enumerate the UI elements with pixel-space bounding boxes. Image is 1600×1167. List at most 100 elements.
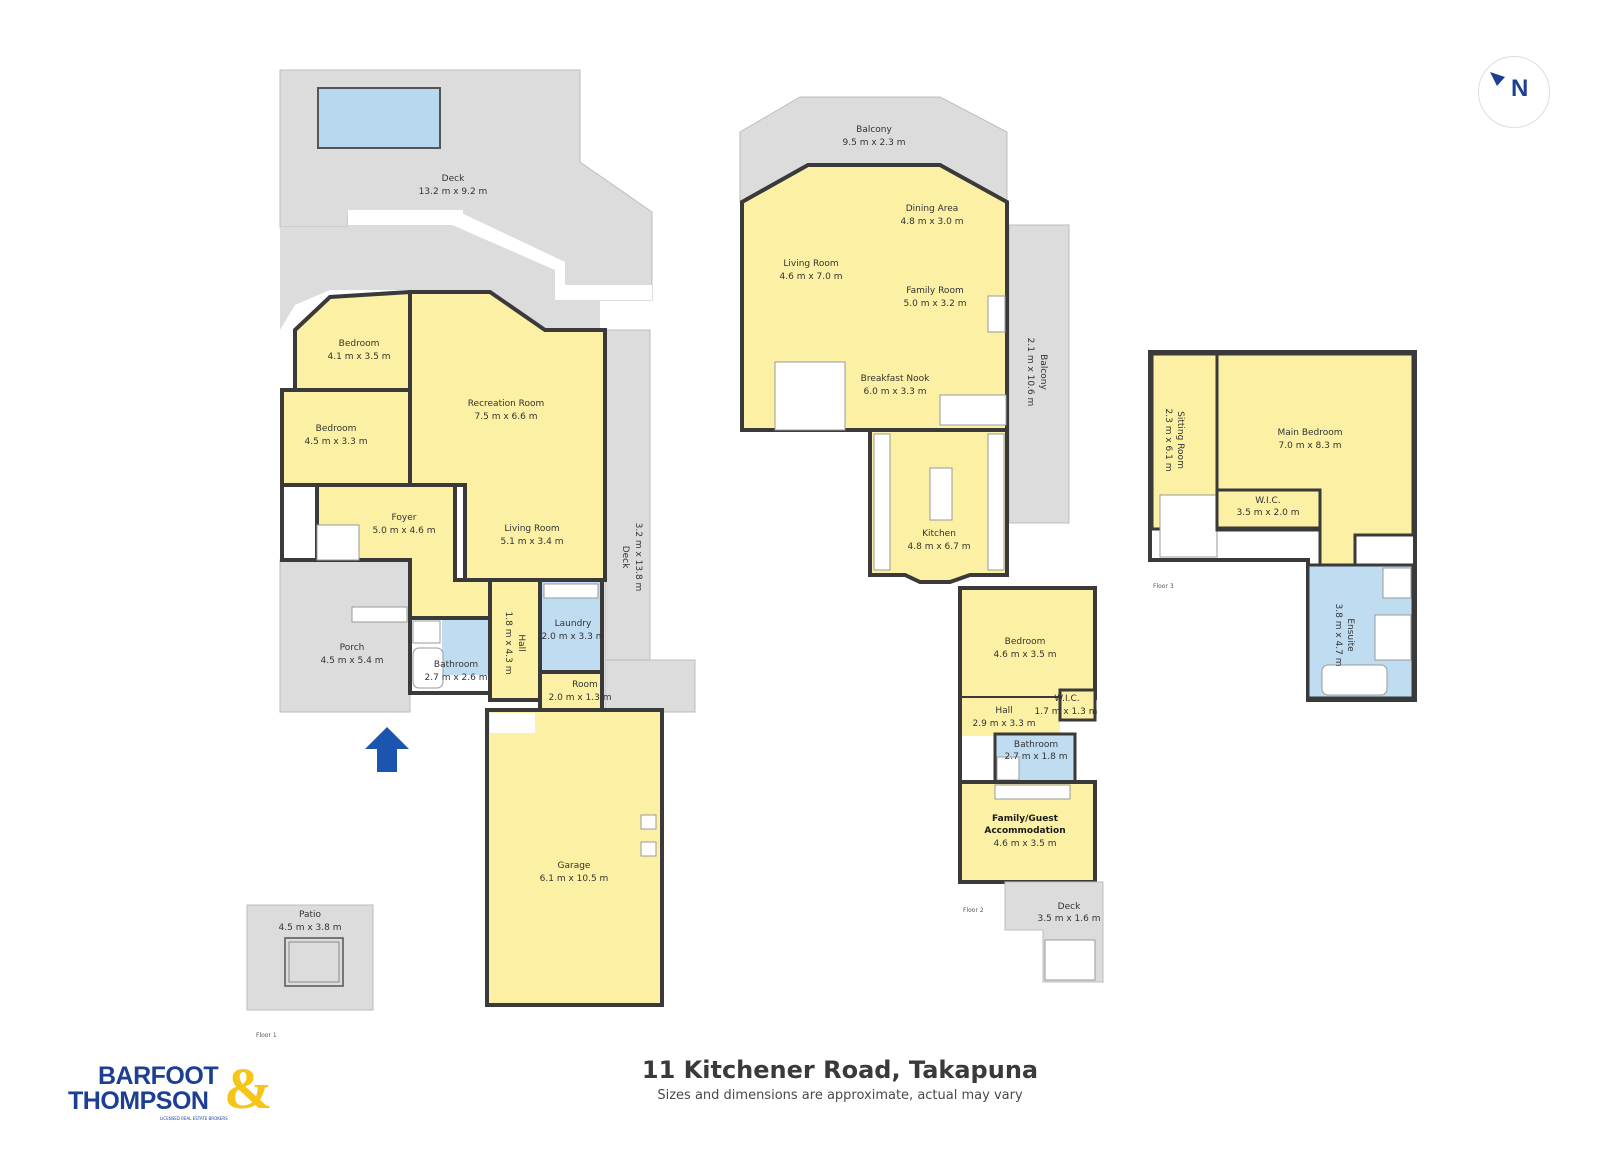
ensuite-shower (1374, 614, 1412, 661)
patio-name: Patio (299, 910, 322, 920)
deck-f2-name: Deck (1058, 902, 1081, 912)
garage-unit-1 (640, 814, 657, 830)
recreation-room-dims: 7.5 m x 6.6 m (475, 412, 538, 422)
garage-strip (490, 713, 535, 733)
bathroom-f1-name: Bathroom (434, 660, 478, 670)
floor-1-label: Floor 1 (256, 1032, 277, 1039)
bedroom-1-name: Bedroom (339, 339, 380, 349)
ensuite-closet (1382, 567, 1412, 599)
garage-unit-2 (640, 841, 657, 857)
dining-name: Dining Area (906, 204, 959, 214)
garage (485, 708, 664, 1007)
deck-walkway (348, 210, 463, 225)
deck-walkway-ramp (450, 210, 565, 300)
main-bedroom-name: Main Bedroom (1277, 428, 1342, 438)
kitchen-island (929, 467, 953, 521)
pool (317, 87, 441, 149)
brand-line-2: THOMPSON (68, 1087, 209, 1115)
kitchen-bench (987, 433, 1005, 571)
bedroom-2-dims: 4.5 m x 3.3 m (305, 437, 368, 447)
main-bedroom-dims: 7.0 m x 8.3 m (1279, 441, 1342, 451)
pantry-block (939, 394, 1007, 426)
bathroom-f1-wet (442, 620, 488, 675)
deck-side-area (604, 329, 651, 661)
patio-inner (284, 937, 344, 987)
deck-f2-dims: 3.5 m x 1.6 m (1038, 914, 1101, 924)
wic-f3-name: W.I.C. (1255, 496, 1280, 506)
deck-main-dims: 13.2 m x 9.2 m (419, 187, 488, 197)
garage-dims: 6.1 m x 10.5 m (540, 874, 609, 884)
deck-main-area-lower (280, 215, 600, 330)
kitchen-name: Kitchen (922, 529, 956, 539)
brand-tagline: LICENSED REAL ESTATE BROKERS (160, 1116, 228, 1121)
family-guest-name-1: Family/Guest (992, 814, 1059, 824)
hall-f2-dims: 2.9 m x 3.3 m (973, 719, 1036, 729)
porch-area (279, 559, 411, 713)
balcony-side-dims: 2.1 m x 10.6 m (1025, 338, 1035, 407)
foyer-name: Foyer (392, 513, 417, 523)
wic-f3 (1215, 488, 1322, 530)
floor-2-label: Floor 2 (963, 907, 984, 914)
garage-name: Garage (558, 861, 591, 871)
family-guest-dims: 4.6 m x 3.5 m (994, 839, 1057, 849)
hall-f1-name: Hall (516, 634, 526, 651)
bedroom-f2-dims: 4.6 m x 3.5 m (994, 650, 1057, 660)
bathroom-f2-name: Bathroom (1014, 740, 1058, 750)
kitchen-dims: 4.8 m x 6.7 m (908, 542, 971, 552)
hall-f2 (960, 698, 1060, 736)
patio-inner-2 (288, 941, 340, 983)
small-room-name: Room (572, 680, 598, 690)
foyer-stairs (316, 524, 360, 561)
entry-arrow-icon (365, 727, 409, 772)
bedroom-2-name: Bedroom (316, 424, 357, 434)
laundry-name: Laundry (555, 619, 592, 629)
balcony-top-dims: 9.5 m x 2.3 m (843, 138, 906, 148)
bathroom-f2-dims: 2.7 m x 1.8 m (1005, 752, 1068, 762)
compass-letter: N (1511, 75, 1529, 102)
porch-dims: 4.5 m x 5.4 m (321, 656, 384, 666)
living-f2-name: Living Room (783, 259, 838, 269)
ensuite-dims: 3.8 m x 4.7 m (1333, 604, 1343, 667)
sitting-room-name: Sitting Room (1175, 411, 1185, 469)
ensuite-bath (1321, 664, 1388, 696)
bedroom-1-dims: 4.1 m x 3.5 m (328, 352, 391, 362)
family-guest-name-2: Accommodation (984, 826, 1065, 836)
brand-logo: BARFOOT THOMPSON & LICENSED REAL ESTATE … (68, 1056, 278, 1132)
hall-f1 (488, 578, 542, 702)
recreation-room-name: Recreation Room (468, 399, 545, 409)
floor-3: Sitting Room 2.3 m x 6.1 m Main Bedroom … (1148, 350, 1417, 702)
floor-3-stairs (1159, 494, 1218, 558)
wic-f3-dims: 3.5 m x 2.0 m (1237, 508, 1300, 518)
stairs-f2 (774, 361, 846, 431)
small-room-dims: 2.0 m x 1.3 m (549, 693, 612, 703)
bedroom-f2-name: Bedroom (1005, 637, 1046, 647)
sitting-room-dims: 2.3 m x 6.1 m (1163, 409, 1173, 472)
page-subtitle: Sizes and dimensions are approximate, ac… (657, 1088, 1023, 1103)
patio-dims: 4.5 m x 3.8 m (279, 923, 342, 933)
compass: N (1478, 56, 1550, 128)
breakfast-nook-dims: 6.0 m x 3.3 m (864, 387, 927, 397)
brand-ampersand: & (224, 1056, 273, 1121)
bathroom-f1-shower (412, 620, 441, 644)
wic-f2-name: W.I.C. (1054, 694, 1079, 704)
balcony-side-area (1008, 224, 1070, 524)
page-title: 11 Kitchener Road, Takapuna (641, 1056, 1039, 1084)
kitchenette (994, 784, 1071, 800)
balcony-side-name: Balcony (1038, 354, 1048, 390)
hall-f1-dims: 1.8 m x 4.3 m (503, 612, 513, 675)
foyer-dims: 5.0 m x 4.6 m (373, 526, 436, 536)
bathroom-f1-bath (412, 647, 444, 689)
stair-landing-f1 (280, 483, 319, 562)
floor-3-label: Floor 3 (1153, 583, 1174, 590)
deck-side-name: Deck (620, 546, 630, 569)
porch-name: Porch (340, 643, 365, 653)
deck-main-name: Deck (442, 174, 465, 184)
family-room-dims: 5.0 m x 3.2 m (904, 299, 967, 309)
breakfast-nook-name: Breakfast Nook (861, 374, 930, 384)
floor-2: Balcony 9.5 m x 2.3 m Dining Area 4.8 m … (739, 96, 1104, 983)
hall-f2-name: Hall (995, 706, 1012, 716)
floor-plan: Deck 13.2 m x 9.2 m Bedroom 4.1 m x 3.5 … (246, 69, 1417, 1039)
wic-f2-dims: 1.7 m x 1.3 m (1035, 707, 1098, 717)
laundry-dims: 2.0 m x 3.3 m (542, 632, 605, 642)
fireplace (987, 295, 1006, 333)
